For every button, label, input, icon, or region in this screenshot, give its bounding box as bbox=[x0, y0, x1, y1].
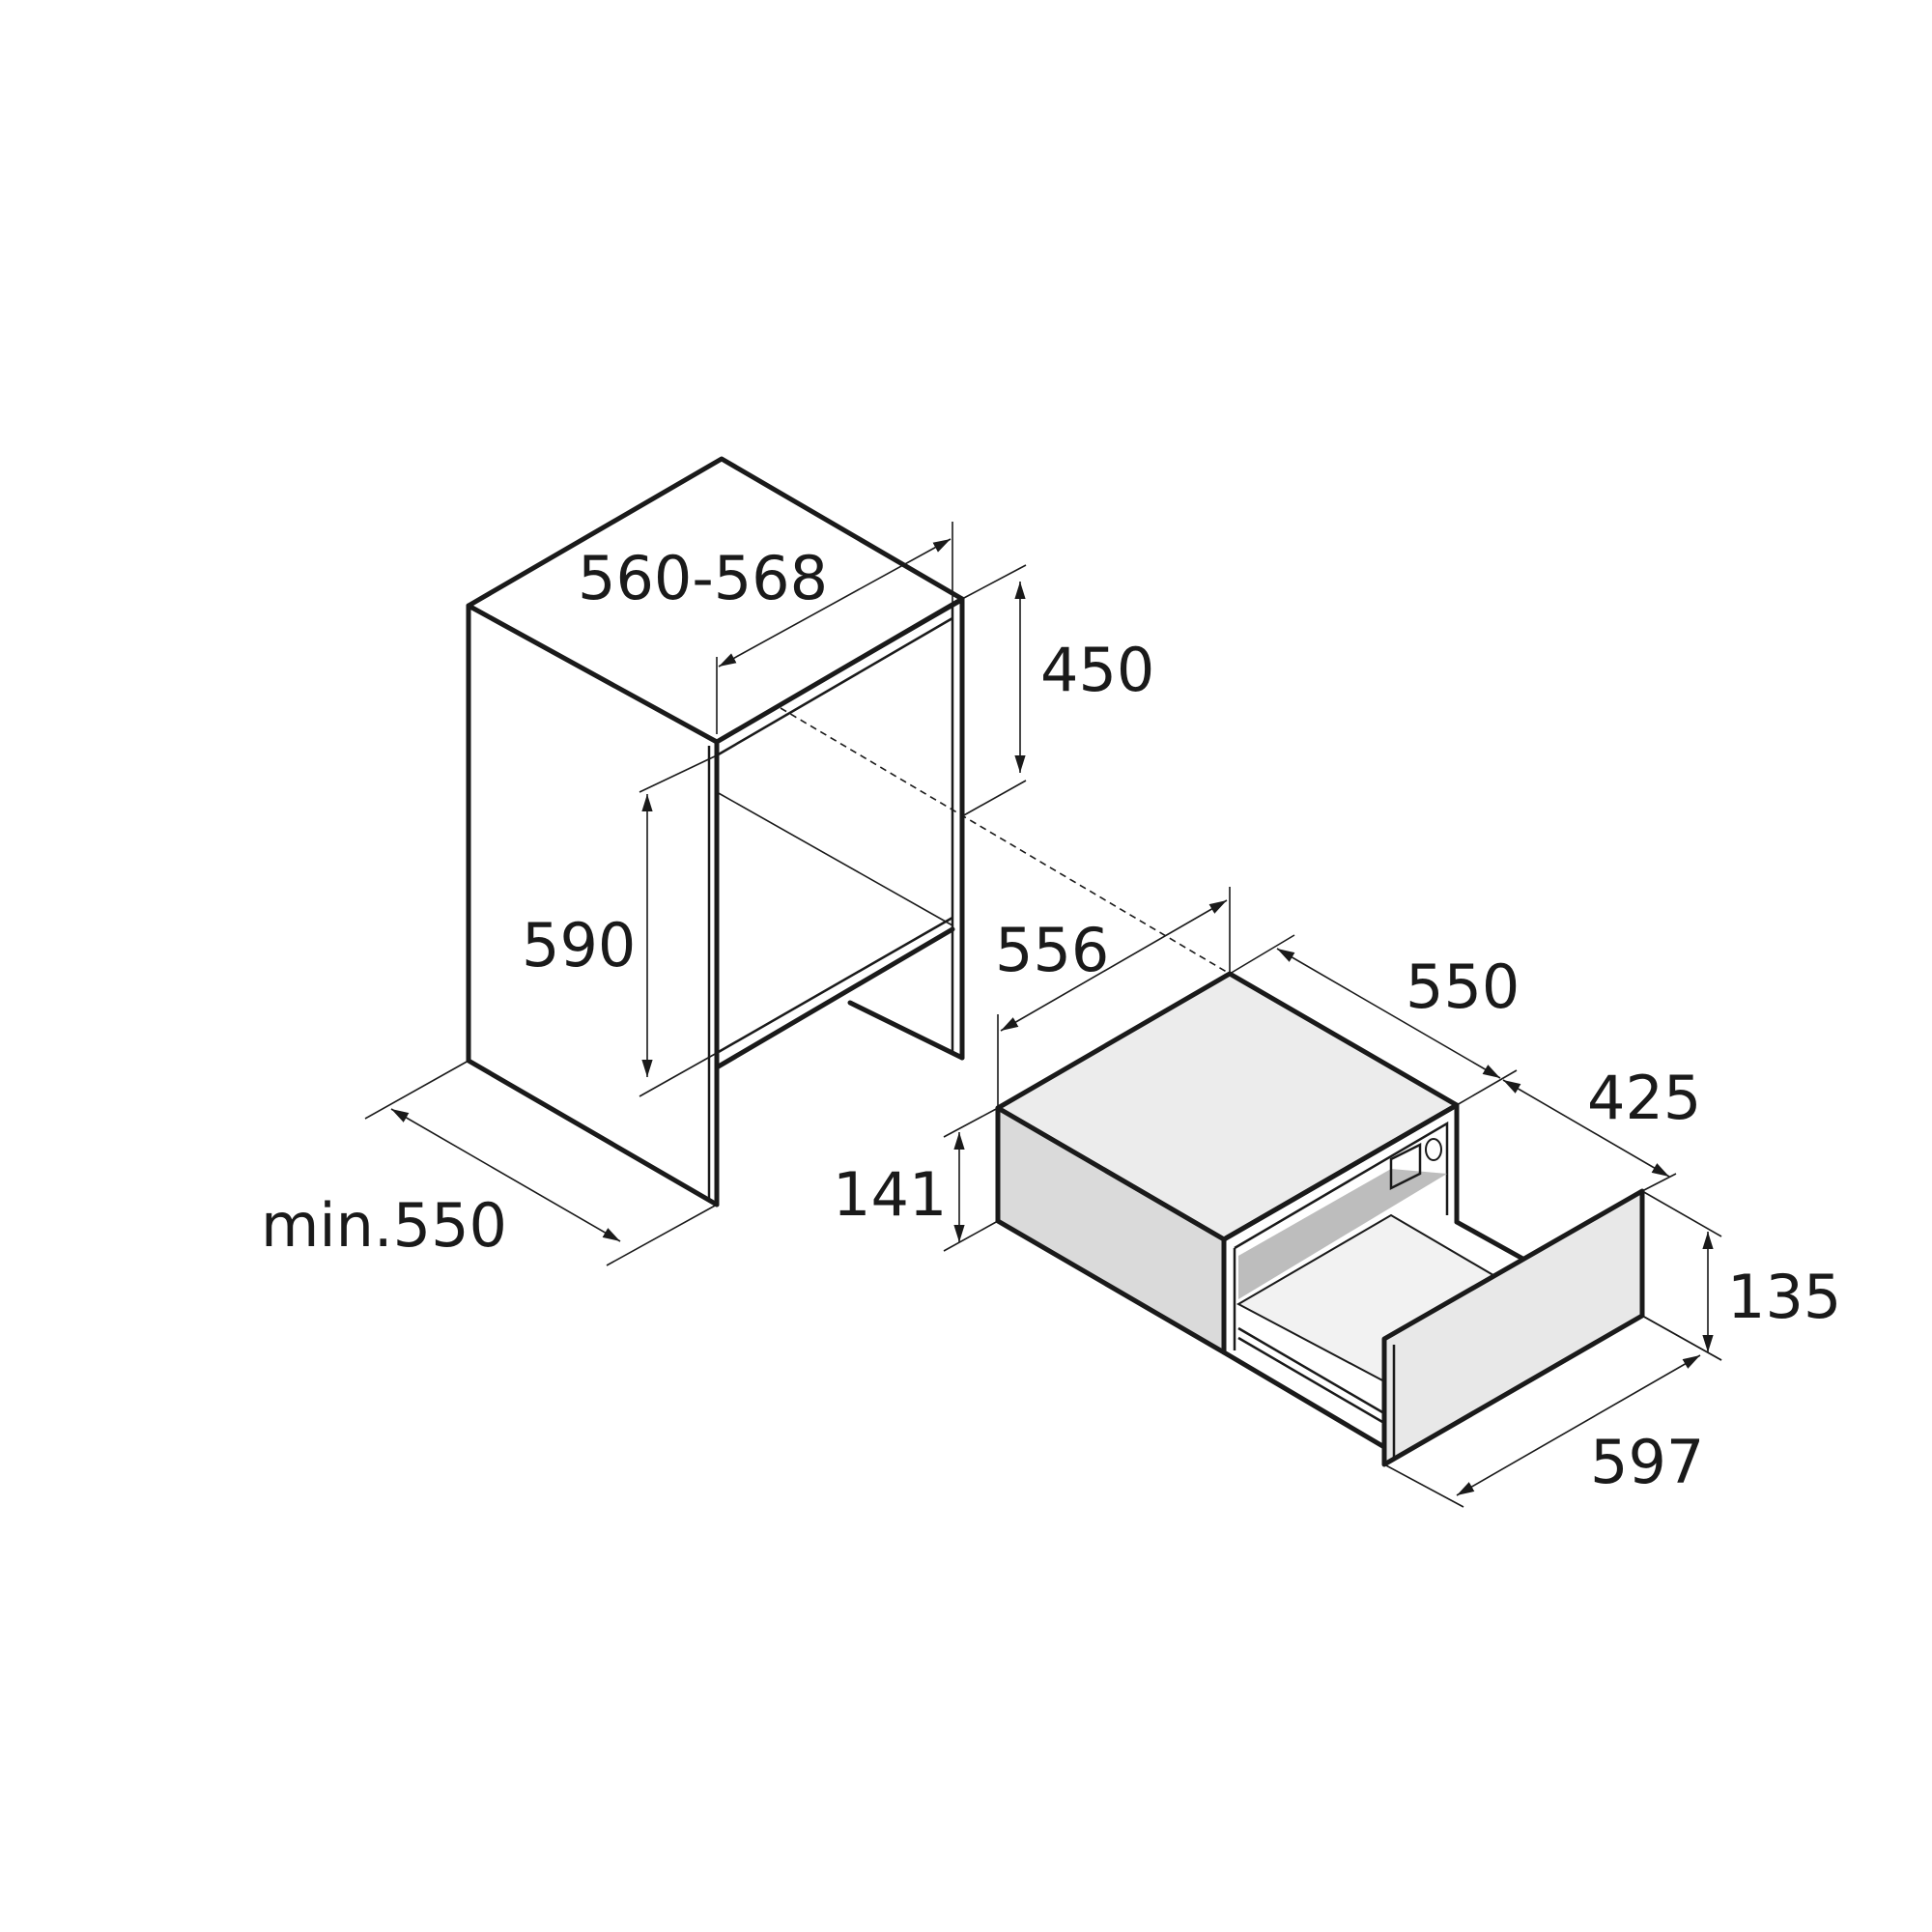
dimension-label-front-width: 597 bbox=[1590, 1427, 1704, 1497]
dimension-label-appliance-depth: 550 bbox=[1406, 952, 1520, 1022]
dimension-label-niche-height: 590 bbox=[522, 910, 636, 980]
dimension-label-drawer-extension: 425 bbox=[1587, 1063, 1701, 1133]
warming-drawer-appliance bbox=[995, 971, 1645, 1467]
appliance-inner-shadow bbox=[1238, 1169, 1447, 1299]
control-knob-icon bbox=[1425, 1138, 1442, 1161]
dimension-label-niche-width: 560-568 bbox=[578, 543, 828, 613]
niche-cabinet bbox=[466, 456, 965, 1208]
dimension-label-front-height: 135 bbox=[1727, 1262, 1841, 1332]
dimension-label-appliance-width: 556 bbox=[995, 915, 1109, 985]
dimension-lines bbox=[364, 522, 1722, 1508]
dimension-label-niche-depth: min.550 bbox=[261, 1190, 507, 1261]
dimension-label-appliance-height: 141 bbox=[833, 1159, 947, 1230]
drawer-front-panel bbox=[1381, 1188, 1645, 1467]
dimension-label-opening-height: 450 bbox=[1040, 635, 1154, 705]
